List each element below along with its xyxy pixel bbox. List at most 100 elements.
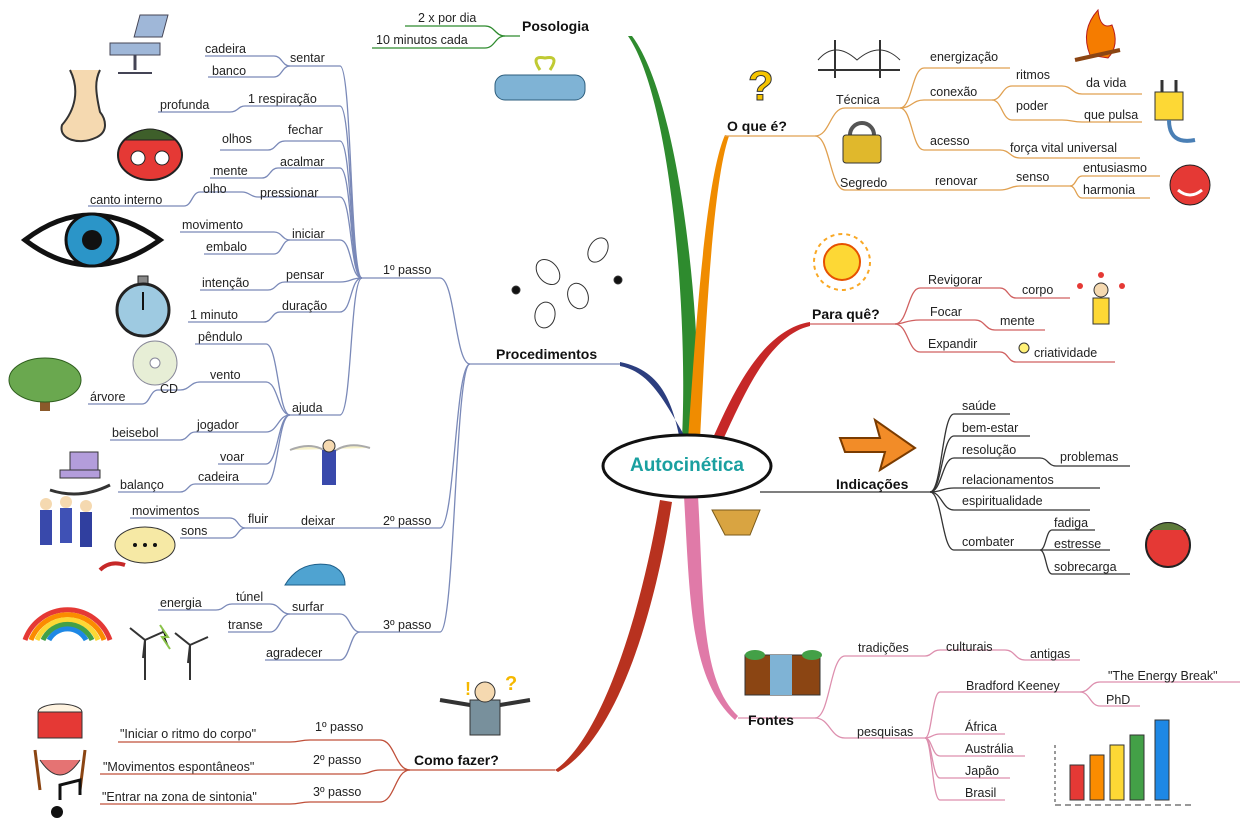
da-vida-label: da vida: [1086, 76, 1127, 90]
culturais-label: culturais: [946, 640, 993, 654]
iniciar-label: iniciar: [292, 227, 325, 241]
duracao-label: duração: [282, 299, 328, 313]
fire-icon: [1074, 8, 1121, 62]
ritmos-label: ritmos: [1016, 68, 1051, 82]
tecnica-label: Técnica: [836, 93, 880, 107]
surfar-label: surfar: [292, 600, 324, 614]
sons-label: sons: [181, 524, 208, 538]
ajuda-label: ajuda: [292, 401, 323, 415]
conexao-label: conexão: [930, 85, 978, 99]
problemas-label: problemas: [1060, 450, 1119, 464]
vento-label: vento: [210, 368, 241, 382]
tunel-label: túnel: [236, 590, 264, 604]
branch-para-que-thick: [712, 322, 810, 446]
intencao-label: intenção: [202, 276, 250, 290]
voar-label: voar: [220, 450, 245, 464]
acalmar-label: acalmar: [280, 155, 325, 169]
bem-estar-label: bem-estar: [962, 421, 1019, 435]
mente-para-label: mente: [1000, 314, 1035, 328]
cd-label: CD: [160, 382, 179, 396]
como-fazer-title: Como fazer?: [414, 752, 499, 768]
cadeira-label: cadeira: [205, 42, 246, 56]
australia-label: Austrália: [965, 742, 1014, 756]
arvore-label: árvore: [90, 390, 126, 404]
branch-posologia-thick: [628, 36, 699, 438]
face-closed-eyes-icon: [117, 128, 183, 181]
criatividade-label: criatividade: [1034, 346, 1098, 360]
canto-interno-label: canto interno: [90, 193, 163, 207]
drum-icon: [37, 703, 83, 739]
posologia-lines: [372, 25, 520, 49]
pensar-label: pensar: [286, 268, 325, 282]
bradford-label: Bradford Keeney: [966, 679, 1060, 693]
corpo-label: corpo: [1022, 283, 1054, 297]
acesso-label: acesso: [930, 134, 970, 148]
padlock-icon: [842, 121, 882, 164]
nose-icon: [60, 69, 106, 143]
deixar-label: deixar: [301, 514, 336, 528]
arrow-icon: [838, 417, 917, 473]
que-pulsa-label: que pulsa: [1084, 108, 1139, 122]
posologia-title: Posologia: [522, 18, 589, 34]
svg-text:?: ?: [505, 673, 517, 695]
beisebol-label: beisebol: [112, 426, 159, 440]
indicacoes-lines: [760, 413, 1130, 575]
energy-break-label: "The Energy Break": [1108, 669, 1218, 683]
cadeira-ajuda-label: cadeira: [198, 470, 239, 484]
lightbulb-icon: [1018, 342, 1030, 354]
estresse-label: estresse: [1054, 537, 1102, 551]
fluir-label: fluir: [248, 512, 269, 526]
poder-label: poder: [1016, 99, 1048, 113]
movimentos-label: movimentos: [132, 504, 200, 518]
sobrecarga-label: sobrecarga: [1054, 560, 1117, 574]
center-title: Autocinética: [629, 455, 745, 476]
antigas-label: antigas: [1030, 647, 1071, 661]
japao-label: Japão: [965, 764, 1000, 778]
profunda-label: profunda: [160, 98, 210, 112]
fechar-label: fechar: [288, 123, 323, 137]
cd-icon: [132, 340, 178, 386]
center-node[interactable]: [601, 433, 773, 499]
como-fazer-lines: [100, 739, 555, 805]
entusiasmo-label: entusiasmo: [1083, 161, 1147, 175]
svg-text:?: ?: [748, 62, 774, 109]
branch-fontes-thick: [684, 496, 738, 720]
balanco-label: balanço: [120, 478, 164, 492]
africa-label: África: [965, 720, 997, 734]
senso-label: senso: [1016, 170, 1050, 184]
segredo-label: Segredo: [840, 176, 888, 190]
bridge-icon: [817, 40, 901, 78]
pendulo-label: pêndulo: [198, 330, 243, 344]
indicacoes-title: Indicações: [836, 476, 909, 492]
branch-procedimentos-thick: [620, 362, 690, 445]
svg-text:!: !: [465, 679, 471, 699]
o-que-e-title: O que é?: [727, 118, 787, 134]
tradicoes-label: tradições: [858, 641, 909, 655]
mente-label: mente: [213, 164, 248, 178]
fontes-title: Fontes: [748, 712, 794, 728]
confused-man-icon: ! ?: [439, 673, 531, 736]
revigorar-label: Revigorar: [928, 273, 983, 287]
wind-turbines-icon: [129, 624, 209, 680]
juggler-icon: [1077, 272, 1125, 325]
como-quote-2: "Movimentos espontâneos": [103, 760, 255, 774]
branch-como-fazer-thick: [555, 500, 672, 772]
happy-character-icon: [1169, 164, 1211, 206]
rocking-chair-icon: [49, 451, 111, 496]
sun-icon: [813, 233, 871, 291]
bar-chart-icon: [1054, 719, 1195, 806]
waterfall-icon: [744, 650, 822, 696]
phd-label: PhD: [1106, 693, 1131, 707]
como-passo-2: 2º passo: [313, 753, 362, 767]
embalo-label: embalo: [206, 240, 247, 254]
forca-vital-label: força vital universal: [1010, 141, 1117, 155]
sentar-label: sentar: [290, 51, 325, 65]
movimento-label: movimento: [182, 218, 244, 232]
energia-label: energia: [160, 596, 202, 610]
posologia-item: 10 minutos cada: [376, 33, 468, 47]
pressionar-label: pressionar: [260, 186, 319, 200]
olhos-label: olhos: [222, 132, 252, 146]
minuto-label: 1 minuto: [190, 308, 238, 322]
rainbow-icon: [22, 607, 113, 642]
